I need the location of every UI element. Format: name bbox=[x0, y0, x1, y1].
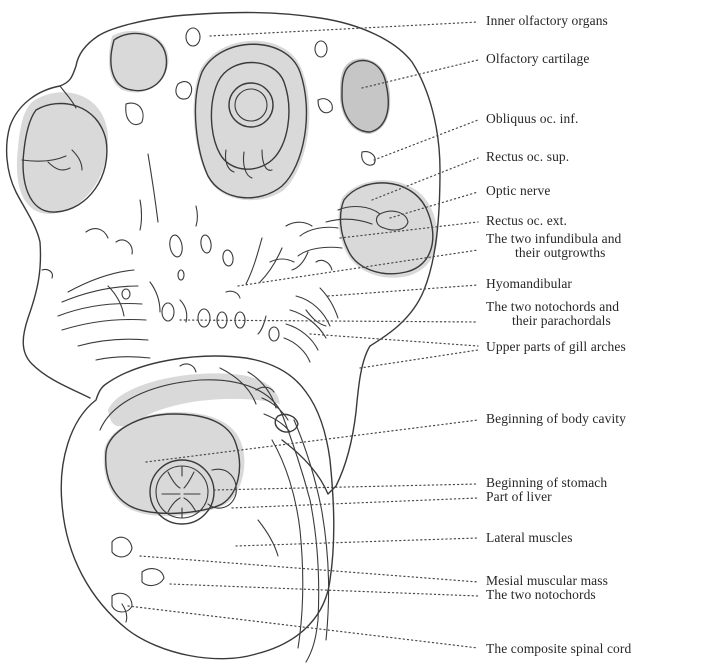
label-notochords-parachordals-line1: The two notochords and bbox=[486, 300, 619, 314]
label-olfactory-cartilage: Olfactory cartilage bbox=[486, 52, 589, 66]
label-rectus-oc-ext: Rectus oc. ext. bbox=[486, 214, 567, 228]
label-beginning-body-cavity: Beginning of body cavity bbox=[486, 412, 626, 426]
label-mesial-muscular-mass: Mesial muscular mass bbox=[486, 574, 608, 588]
label-infundibula-line2: their outgrowths bbox=[515, 246, 605, 260]
label-optic-nerve: Optic nerve bbox=[486, 184, 550, 198]
label-obliquus-oc-inf: Obliquus oc. inf. bbox=[486, 112, 578, 126]
label-hyomandibular: Hyomandibular bbox=[486, 277, 572, 291]
label-lateral-muscles: Lateral muscles bbox=[486, 531, 573, 545]
label-notochords-parachordals-line2: their parachordals bbox=[512, 314, 611, 328]
label-composite-spinal-cord: The composite spinal cord bbox=[486, 642, 631, 656]
label-part-of-liver: Part of liver bbox=[486, 490, 552, 504]
label-upper-parts-gill-arches: Upper parts of gill arches bbox=[486, 340, 626, 354]
label-infundibula-line1: The two infundibula and bbox=[486, 232, 621, 246]
label-inner-olfactory-organs: Inner olfactory organs bbox=[486, 14, 608, 28]
shaded-tissue-regions bbox=[17, 31, 438, 516]
label-rectus-oc-sup: Rectus oc. sup. bbox=[486, 150, 569, 164]
label-the-two-notochords: The two notochords bbox=[486, 588, 596, 602]
label-beginning-stomach: Beginning of stomach bbox=[486, 476, 607, 490]
gill-arches-region bbox=[58, 270, 338, 432]
